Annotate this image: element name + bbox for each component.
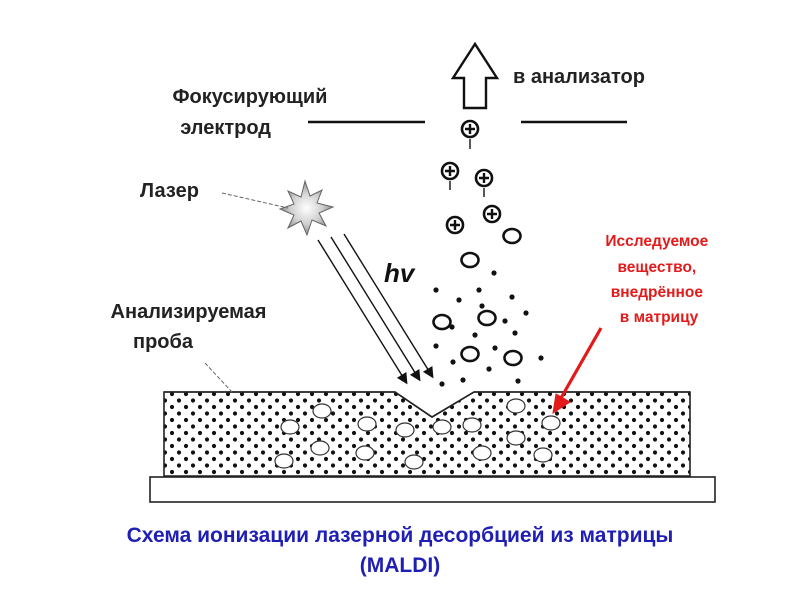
- analyte-label: Исследуемое вещество, внедрённое в матри…: [605, 233, 712, 326]
- focusing-electrode-label: Фокусирующий электрод: [172, 86, 333, 139]
- photon-label: hv: [384, 258, 416, 288]
- analyte-pointer-arrow-icon: [552, 327, 603, 415]
- laser-burst-icon: [278, 179, 335, 237]
- desorbed-matrix-particles: [433, 270, 544, 387]
- caption-line-2: (MALDI): [359, 554, 441, 577]
- desorbed-analyte-molecules: [432, 227, 523, 367]
- laser-beams: [317, 233, 434, 385]
- analyzed-sample-label: Анализируемая проба: [111, 301, 272, 353]
- ion-icon: [482, 204, 502, 224]
- ion-icon: [460, 119, 480, 149]
- to-analyzer-label: в анализатор: [513, 66, 645, 88]
- sample-plate: [149, 476, 716, 503]
- ions: [440, 119, 502, 235]
- to-analyzer-arrow-icon: [450, 41, 500, 110]
- ion-icon: [440, 161, 460, 190]
- embedded-analyte-molecules: [274, 398, 561, 470]
- laser-label: Лазер: [140, 180, 199, 202]
- caption-line-1: Схема ионизации лазерной десорбцией из м…: [126, 524, 674, 547]
- ion-icon: [445, 215, 465, 235]
- sample-matrix-layer: [163, 391, 691, 477]
- laser-leader-line: [221, 192, 289, 209]
- diagram-caption: Схема ионизации лазерной десорбцией из м…: [0, 521, 800, 581]
- ion-icon: [474, 168, 494, 197]
- sample-leader-line: [204, 362, 233, 393]
